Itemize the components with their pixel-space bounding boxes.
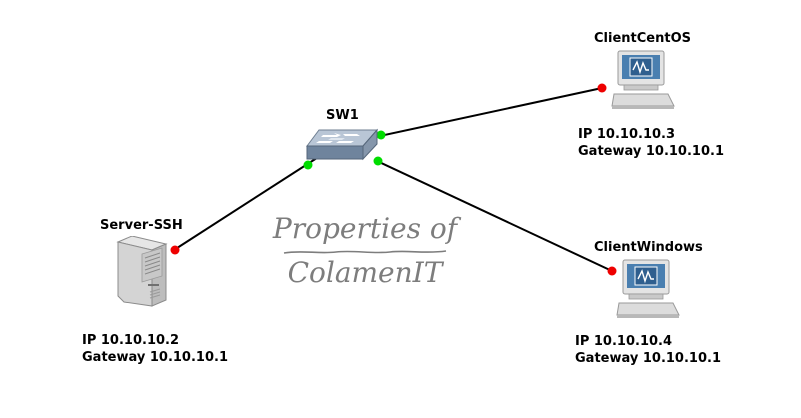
link-switch-to-clientcentos[interactable] — [379, 87, 603, 137]
server-tower-icon — [116, 235, 168, 307]
watermark-divider — [283, 250, 447, 254]
clientwindows-ip: IP 10.10.10.4 — [575, 334, 673, 349]
clientwindows-gateway: Gateway 10.10.10.1 — [575, 351, 721, 366]
port-status-dot-switch-windows — [373, 156, 383, 166]
clientcentos-label: ClientCentOS — [594, 31, 691, 46]
workstation-computer-icon — [611, 50, 675, 109]
server-node[interactable] — [114, 235, 170, 312]
server-label: Server-SSH — [100, 218, 183, 233]
port-status-dot-server — [170, 245, 180, 255]
network-switch-icon — [306, 128, 379, 161]
port-status-dot-clientwindows — [607, 266, 617, 276]
server-ip: IP 10.10.10.2 — [82, 333, 180, 348]
server-gateway: Gateway 10.10.10.1 — [82, 350, 228, 365]
clientcentos-ip-info: IP 10.10.10.3 Gateway 10.10.10.1 — [578, 126, 724, 160]
clientwindows-label: ClientWindows — [594, 240, 703, 255]
clientcentos-ip: IP 10.10.10.3 — [578, 127, 676, 142]
port-status-dot-switch-centos — [376, 130, 386, 140]
switch-node[interactable] — [305, 126, 379, 166]
port-status-dot-clientcentos — [597, 83, 607, 93]
watermark-line-1: Properties of — [272, 212, 458, 245]
watermark-line-2: ColamenIT — [287, 256, 443, 289]
clientcentos-node[interactable] — [610, 50, 676, 114]
server-ip-info: IP 10.10.10.2 Gateway 10.10.10.1 — [82, 332, 228, 366]
clientcentos-gateway: Gateway 10.10.10.1 — [578, 144, 724, 159]
clientwindows-ip-info: IP 10.10.10.4 Gateway 10.10.10.1 — [575, 333, 721, 367]
clientwindows-node[interactable] — [615, 259, 681, 323]
link-server-to-switch[interactable] — [173, 155, 321, 251]
workstation-computer-icon — [616, 259, 680, 318]
switch-label: SW1 — [326, 108, 359, 123]
watermark: Properties of ColamenIT — [270, 212, 460, 290]
link-switch-to-clientwindows[interactable] — [376, 160, 613, 272]
port-status-dot-switch-server — [303, 160, 313, 170]
